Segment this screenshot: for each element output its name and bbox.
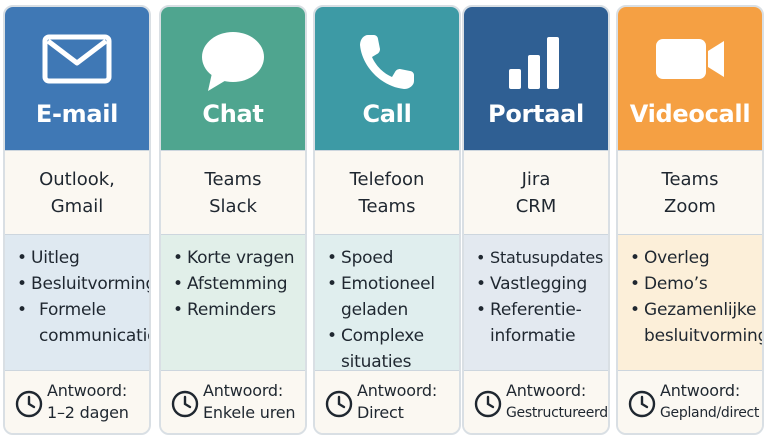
bar-chart-icon bbox=[464, 29, 608, 95]
card-response: Antwoord: Direct bbox=[315, 371, 459, 433]
card-title: Portaal bbox=[488, 100, 584, 128]
card-use-cases: Overleg Demo’s Gezamenlijke besluitvormi… bbox=[618, 235, 762, 371]
use-case-item: Demo’s bbox=[626, 271, 762, 297]
tool-name: Telefoon bbox=[349, 168, 425, 190]
clock-icon bbox=[171, 390, 199, 418]
response-label: Antwoord: bbox=[203, 381, 284, 400]
card-tools: Jira CRM bbox=[464, 150, 608, 235]
tool-name: Teams bbox=[204, 168, 262, 190]
tool-name: Teams bbox=[358, 195, 416, 217]
card-response: Antwoord: Gestructureerd bbox=[464, 371, 608, 433]
tool-name: Outlook, bbox=[39, 168, 115, 190]
card-use-cases: Korte vragen Afstemming Reminders bbox=[161, 235, 305, 371]
use-case-item: Uitleg bbox=[13, 245, 149, 271]
use-case-item: Besluitvorming bbox=[13, 271, 149, 297]
card-response: Antwoord: 1–2 dagen bbox=[5, 371, 149, 433]
response-label: Antwoord: bbox=[47, 381, 128, 400]
card-tools: Outlook, Gmail bbox=[5, 150, 149, 235]
tool-name: Teams bbox=[661, 168, 719, 190]
card-tools: Telefoon Teams bbox=[315, 150, 459, 235]
card-title: E-mail bbox=[35, 100, 119, 128]
tool-name: Jira bbox=[521, 168, 551, 190]
use-case-item: Formele communicatie bbox=[13, 297, 149, 349]
response-value: Direct bbox=[357, 403, 404, 422]
card-title: Call bbox=[362, 100, 412, 128]
card-tools: Teams Slack bbox=[161, 150, 305, 235]
use-case-item: Gezamenlijke besluitvorming bbox=[626, 297, 762, 349]
use-case-item: Vastlegging bbox=[472, 271, 608, 297]
clock-icon bbox=[628, 390, 656, 418]
response-value: Gepland/direct bbox=[660, 405, 760, 421]
use-case-item: Korte vragen bbox=[169, 245, 305, 271]
use-case-item: Statusupdates bbox=[472, 245, 608, 271]
card-response: Antwoord: Enkele uren bbox=[161, 371, 305, 433]
use-case-item: Spoed bbox=[323, 245, 459, 271]
clock-icon bbox=[325, 390, 353, 418]
use-case-item: Reminders bbox=[169, 297, 305, 323]
use-case-item: Referentie-informatie bbox=[472, 297, 608, 349]
response-label: Antwoord: bbox=[506, 381, 587, 400]
card-response: Antwoord: Gepland/direct bbox=[618, 371, 762, 433]
tool-name: Slack bbox=[209, 195, 257, 217]
use-case-item: Overleg bbox=[626, 245, 762, 271]
response-value: 1–2 dagen bbox=[47, 403, 129, 422]
card-header: E-mail bbox=[5, 7, 149, 150]
card-title: Videocall bbox=[629, 100, 751, 128]
use-case-item: Emotioneel geladen bbox=[323, 271, 459, 323]
response-value: Gestructureerd bbox=[506, 405, 608, 421]
response-label: Antwoord: bbox=[357, 381, 438, 400]
tool-name: CRM bbox=[515, 195, 557, 217]
phone-icon bbox=[315, 29, 459, 95]
card-use-cases: Spoed Emotioneel geladen Complexe situat… bbox=[315, 235, 459, 372]
response-label: Antwoord: bbox=[660, 381, 741, 400]
use-case-item: Afstemming bbox=[169, 271, 305, 297]
channel-card-call: Call Telefoon Teams Spoed Emotioneel gel… bbox=[313, 5, 461, 435]
channel-card-email: E-mail Outlook, Gmail Uitleg Besluitvorm… bbox=[3, 5, 151, 435]
envelope-icon bbox=[5, 29, 149, 95]
video-camera-icon bbox=[618, 29, 762, 95]
chat-bubble-icon bbox=[161, 29, 305, 95]
tool-name: Gmail bbox=[50, 195, 104, 217]
response-value: Enkele uren bbox=[203, 403, 296, 422]
card-header: Portaal bbox=[464, 7, 608, 150]
card-use-cases: Statusupdates Vastlegging Referentie-inf… bbox=[464, 235, 608, 371]
card-header: Call bbox=[315, 7, 459, 150]
card-tools: Teams Zoom bbox=[618, 150, 762, 235]
channel-card-chat: Chat Teams Slack Korte vragen Afstemming… bbox=[159, 5, 307, 435]
card-header: Videocall bbox=[618, 7, 762, 150]
clock-icon bbox=[15, 390, 43, 418]
card-title: Chat bbox=[202, 100, 264, 128]
clock-icon bbox=[474, 390, 502, 418]
card-use-cases: Uitleg Besluitvorming Formele communicat… bbox=[5, 235, 149, 371]
channel-card-portal: Portaal Jira CRM Statusupdates Vastleggi… bbox=[462, 5, 610, 435]
tool-name: Zoom bbox=[664, 195, 716, 217]
channel-card-videocall: Videocall Teams Zoom Overleg Demo’s Geza… bbox=[616, 5, 764, 435]
use-case-item: Complexe situaties bbox=[323, 323, 459, 375]
card-header: Chat bbox=[161, 7, 305, 150]
